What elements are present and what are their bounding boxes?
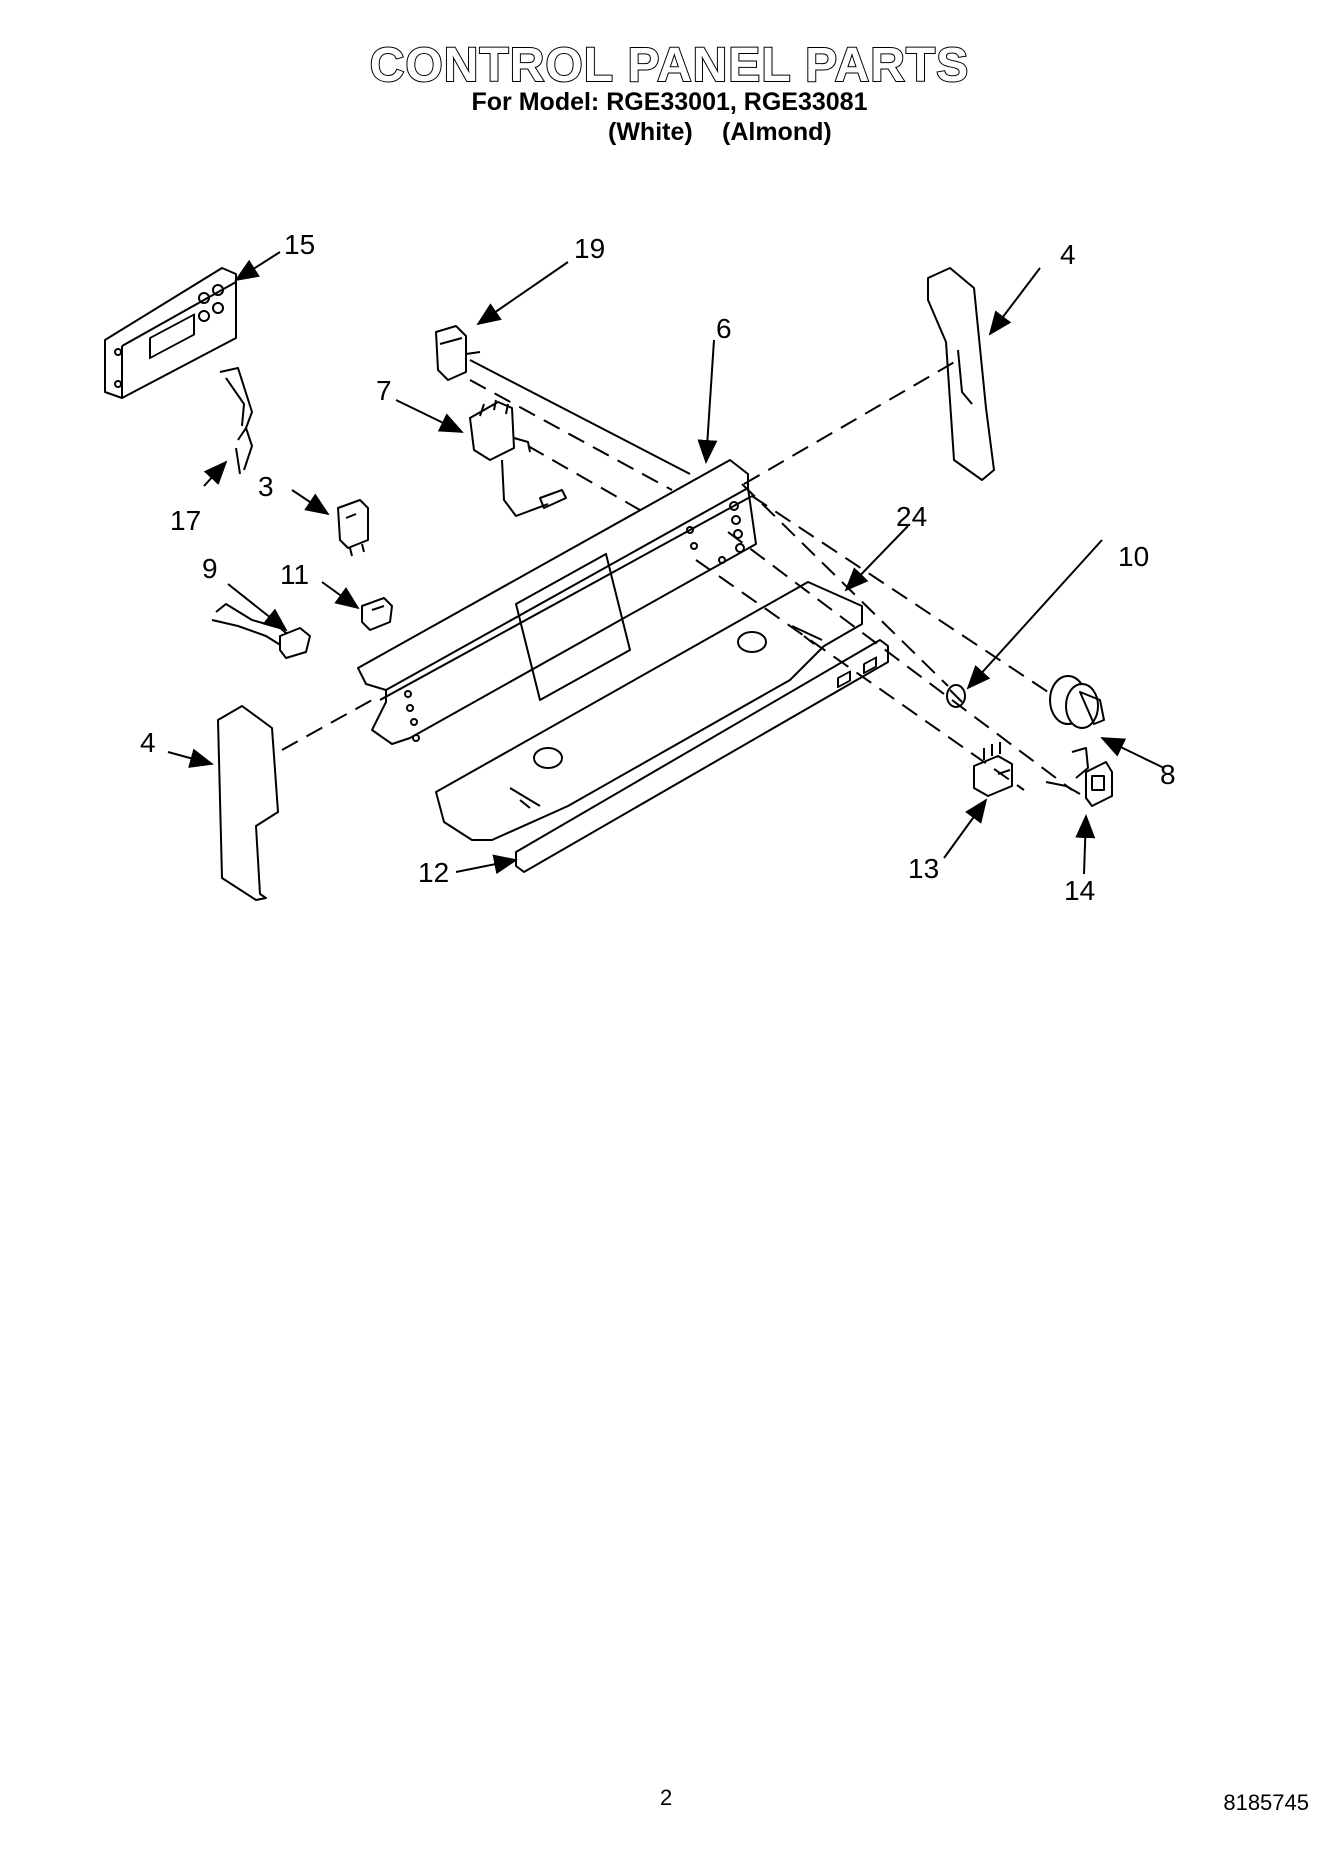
callout-24: 24 [896, 501, 927, 532]
callout-12: 12 [418, 857, 449, 888]
callout-19: 19 [574, 233, 605, 264]
part-15-clock-board [104, 267, 237, 399]
callout-3: 3 [258, 471, 274, 502]
page-number: 2 [660, 1785, 673, 1810]
part-3-switch [337, 499, 369, 557]
part-11-bracket [361, 597, 393, 631]
callout-17: 17 [170, 505, 201, 536]
part-7-switch [469, 399, 567, 517]
callout-8: 8 [1160, 759, 1176, 790]
callout-14: 14 [1064, 875, 1095, 906]
model-line: For Model: RGE33001, RGE33081 [471, 88, 868, 116]
part-14-power-switch [1045, 747, 1113, 807]
part-8-knob [1049, 675, 1105, 729]
callout-9: 9 [202, 553, 218, 584]
part-10-button [946, 684, 966, 708]
callout-10: 10 [1118, 541, 1149, 572]
hidden-lines [469, 359, 691, 475]
part-13-switch [973, 742, 1013, 797]
callout-4-left: 4 [140, 727, 156, 758]
callout-15: 15 [284, 229, 315, 260]
part-6-console [357, 459, 757, 745]
variant-almond-label: (Almond) [722, 118, 832, 146]
part-9-harness [211, 603, 311, 659]
callout-11: 11 [280, 559, 309, 590]
part-17-wire-harness [219, 367, 253, 475]
callout-7: 7 [376, 375, 392, 406]
part-19-valve [435, 325, 481, 381]
part-4-left-end-cap [217, 705, 279, 901]
part-4-right-end-cap [927, 267, 995, 481]
document-number: 8185745 [1223, 1790, 1309, 1815]
callout-6: 6 [716, 313, 732, 344]
variant-white-label: (White) [608, 118, 693, 146]
callout-13: 13 [908, 853, 939, 884]
page-title: CONTROL PANEL PARTS [369, 38, 970, 93]
leader-arrows [167, 251, 1165, 875]
callout-4-right: 4 [1060, 239, 1076, 270]
